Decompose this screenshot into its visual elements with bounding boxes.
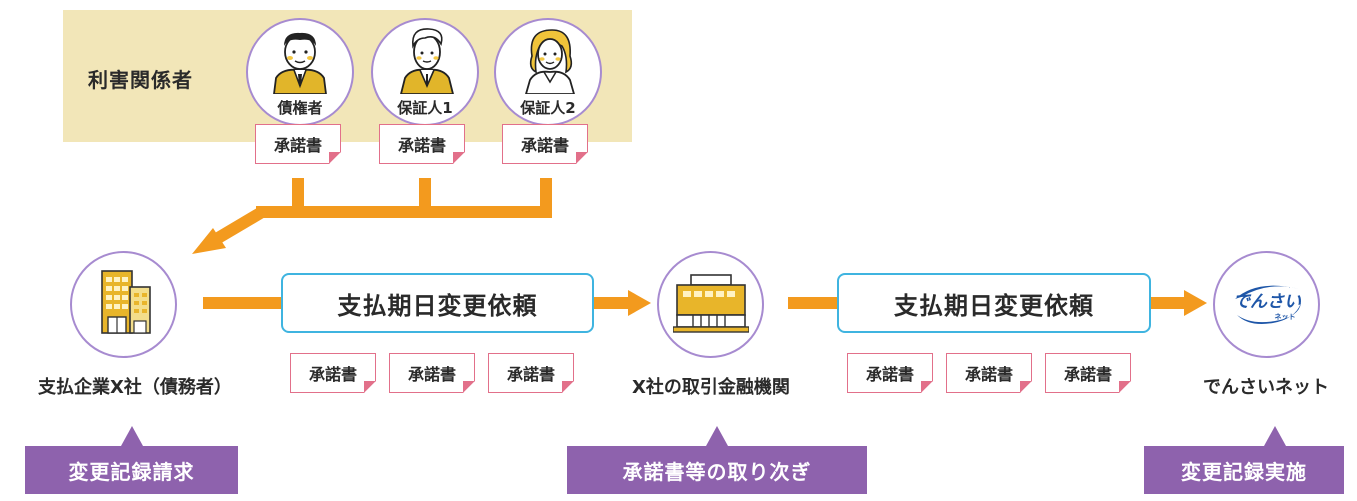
- flow2-consent-doc-1: 承諾書: [847, 353, 933, 393]
- company-label: 支払企業X社（債務者）: [38, 377, 232, 398]
- flow1-consent-doc-2: 承諾書: [389, 353, 475, 393]
- arrow-to-bank: [628, 290, 651, 316]
- guarantor2-circle: 保証人2: [494, 18, 602, 126]
- guarantor1-name: 保証人1: [397, 99, 453, 117]
- company-role-pointer: [121, 426, 143, 446]
- guarantor2-name: 保証人2: [520, 99, 576, 117]
- creditor-circle: 債権者: [246, 18, 354, 126]
- company-role: 変更記録請求: [25, 446, 238, 494]
- bank-role: 承諾書等の取り次ぎ: [567, 446, 867, 494]
- densai-label: でんさいネット: [1203, 377, 1329, 398]
- bank-role-pointer: [706, 426, 728, 446]
- guarantor1-icon: [400, 28, 454, 94]
- bank-building-icon: [673, 274, 749, 333]
- stakeholder-label: 利害関係者: [88, 68, 193, 92]
- densai-role-pointer: [1264, 426, 1286, 446]
- request-box-1: 支払期日変更依頼: [281, 273, 594, 333]
- densai-role: 変更記録実施: [1144, 446, 1344, 494]
- office-building-icon: [101, 270, 151, 334]
- company-circle: [70, 251, 177, 358]
- guarantor2-consent-doc: 承諾書: [502, 124, 588, 164]
- densai-logo-icon: でんさい ネット: [1233, 285, 1302, 324]
- densai-circle: でんさい ネット: [1213, 251, 1320, 358]
- guarantor2-icon: [525, 29, 575, 94]
- guarantor1-consent-doc: 承諾書: [379, 124, 465, 164]
- bank-circle: [657, 251, 764, 358]
- arrow-to-company: [192, 228, 226, 254]
- arrow-to-densai: [1184, 290, 1207, 316]
- densai-logo-sub: ネット: [1275, 313, 1296, 321]
- guarantor1-circle: 保証人1: [371, 18, 479, 126]
- creditor-consent-doc: 承諾書: [255, 124, 341, 164]
- bank-label: X社の取引金融機関: [632, 377, 790, 398]
- flow2-consent-doc-3: 承諾書: [1045, 353, 1131, 393]
- densai-logo-main: でんさい: [1233, 292, 1302, 311]
- flow1-consent-doc-3: 承諾書: [488, 353, 574, 393]
- request-box-2: 支払期日変更依頼: [837, 273, 1151, 333]
- creditor-icon: [273, 32, 327, 94]
- flow1-consent-doc-1: 承諾書: [290, 353, 376, 393]
- creditor-name: 債権者: [277, 99, 323, 117]
- flow2-consent-doc-2: 承諾書: [946, 353, 1032, 393]
